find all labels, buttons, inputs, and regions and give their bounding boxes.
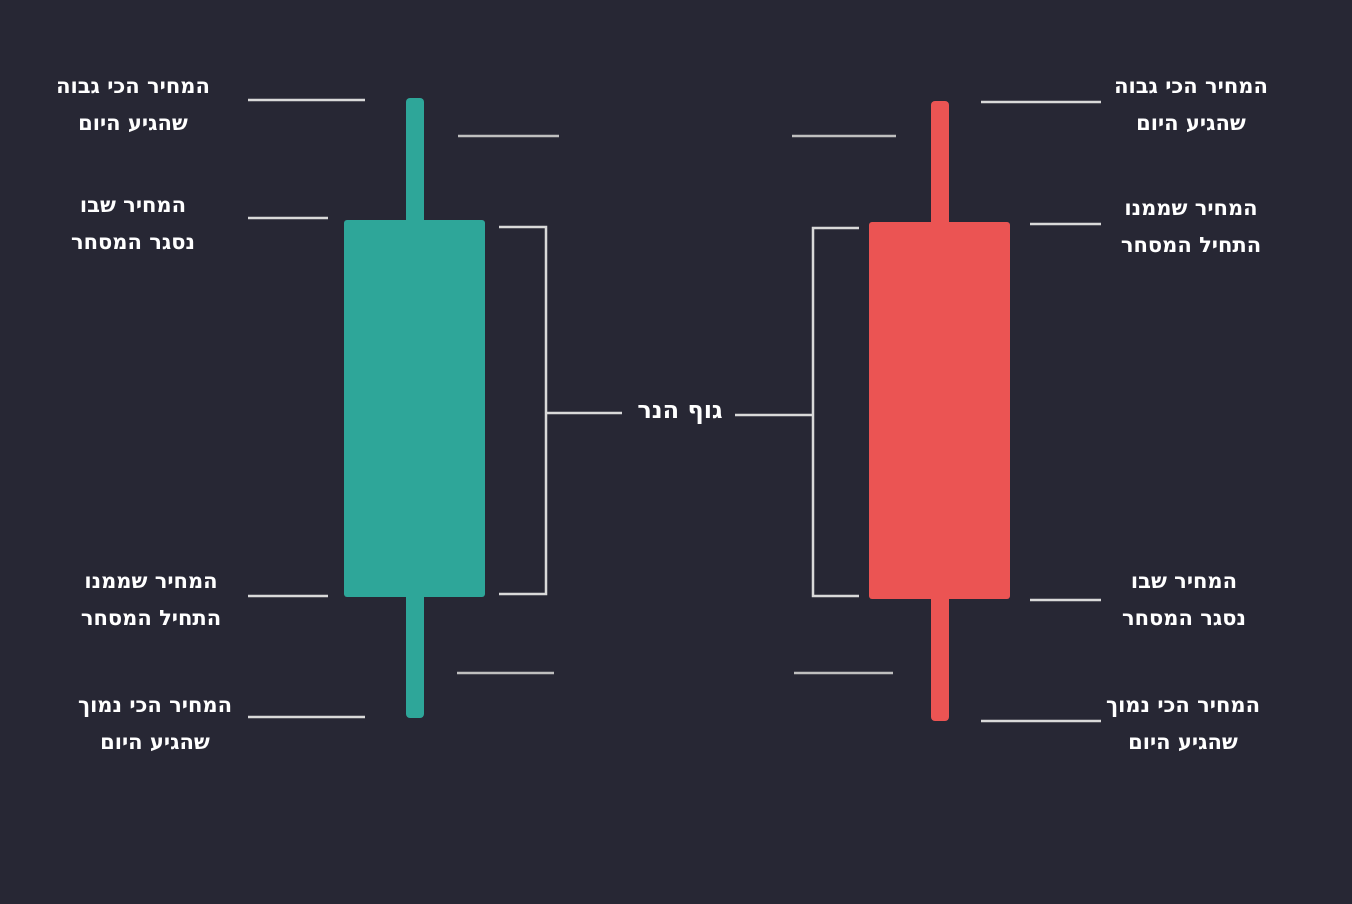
bearish-upper-wick — [931, 101, 949, 231]
bullish-body — [344, 220, 485, 597]
bearish-close-label-line2: נסגר המסחר — [1121, 606, 1247, 630]
bullish-open-label-line1: המחיר שממנו — [84, 569, 218, 593]
bullish-candle — [344, 98, 485, 718]
bearish-open-label-line1: המחיר שממנו — [1124, 196, 1258, 220]
bearish-high-label: המחיר הכי גבוה שהגיע היום — [1098, 68, 1284, 142]
bullish-close-label-line2: נסגר המסחר — [70, 230, 196, 254]
bullish-low-label-line2: שהגיע היום — [100, 730, 210, 754]
bullish-close-label-line1: המחיר שבו — [79, 193, 187, 217]
bullish-low-label-line1: המחיר הכי נמוך — [77, 693, 233, 717]
bullish-close-label: המחיר שבו נסגר המסחר — [48, 187, 218, 261]
bearish-close-label-line1: המחיר שבו — [1130, 569, 1238, 593]
bullish-open-label-line2: התחיל המסחר — [80, 606, 222, 630]
bearish-open-label: המחיר שממנו התחיל המסחר — [1098, 190, 1284, 264]
bearish-low-label-line2: שהגיע היום — [1128, 730, 1238, 754]
bearish-low-label-line1: המחיר הכי נמוך — [1105, 693, 1261, 717]
bullish-high-label: המחיר הכי גבוה שהגיע היום — [40, 68, 226, 142]
bullish-high-label-line1: המחיר הכי גבוה — [56, 74, 210, 98]
bearish-body — [869, 222, 1010, 599]
bearish-lower-wick — [931, 592, 949, 721]
bullish-lower-wick — [406, 590, 424, 718]
bearish-high-label-line1: המחיר הכי גבוה — [1114, 74, 1268, 98]
candle-body-label: גוף הנר — [637, 396, 723, 424]
bullish-high-label-line2: שהגיע היום — [78, 111, 188, 135]
bearish-open-label-line2: התחיל המסחר — [1120, 233, 1262, 257]
bearish-high-label-line2: שהגיע היום — [1136, 111, 1246, 135]
bearish-body-bracket — [811, 226, 859, 598]
bullish-open-label: המחיר שממנו התחיל המסחר — [58, 563, 244, 637]
bullish-upper-wick — [406, 98, 424, 226]
bearish-candle — [869, 101, 1010, 721]
bullish-body-bracket — [499, 225, 548, 596]
bearish-low-label: המחיר הכי נמוך שהגיע היום — [1090, 687, 1276, 761]
bearish-close-label: המחיר שבו נסגר המסחר — [1096, 563, 1272, 637]
bullish-low-label: המחיר הכי נמוך שהגיע היום — [62, 687, 248, 761]
